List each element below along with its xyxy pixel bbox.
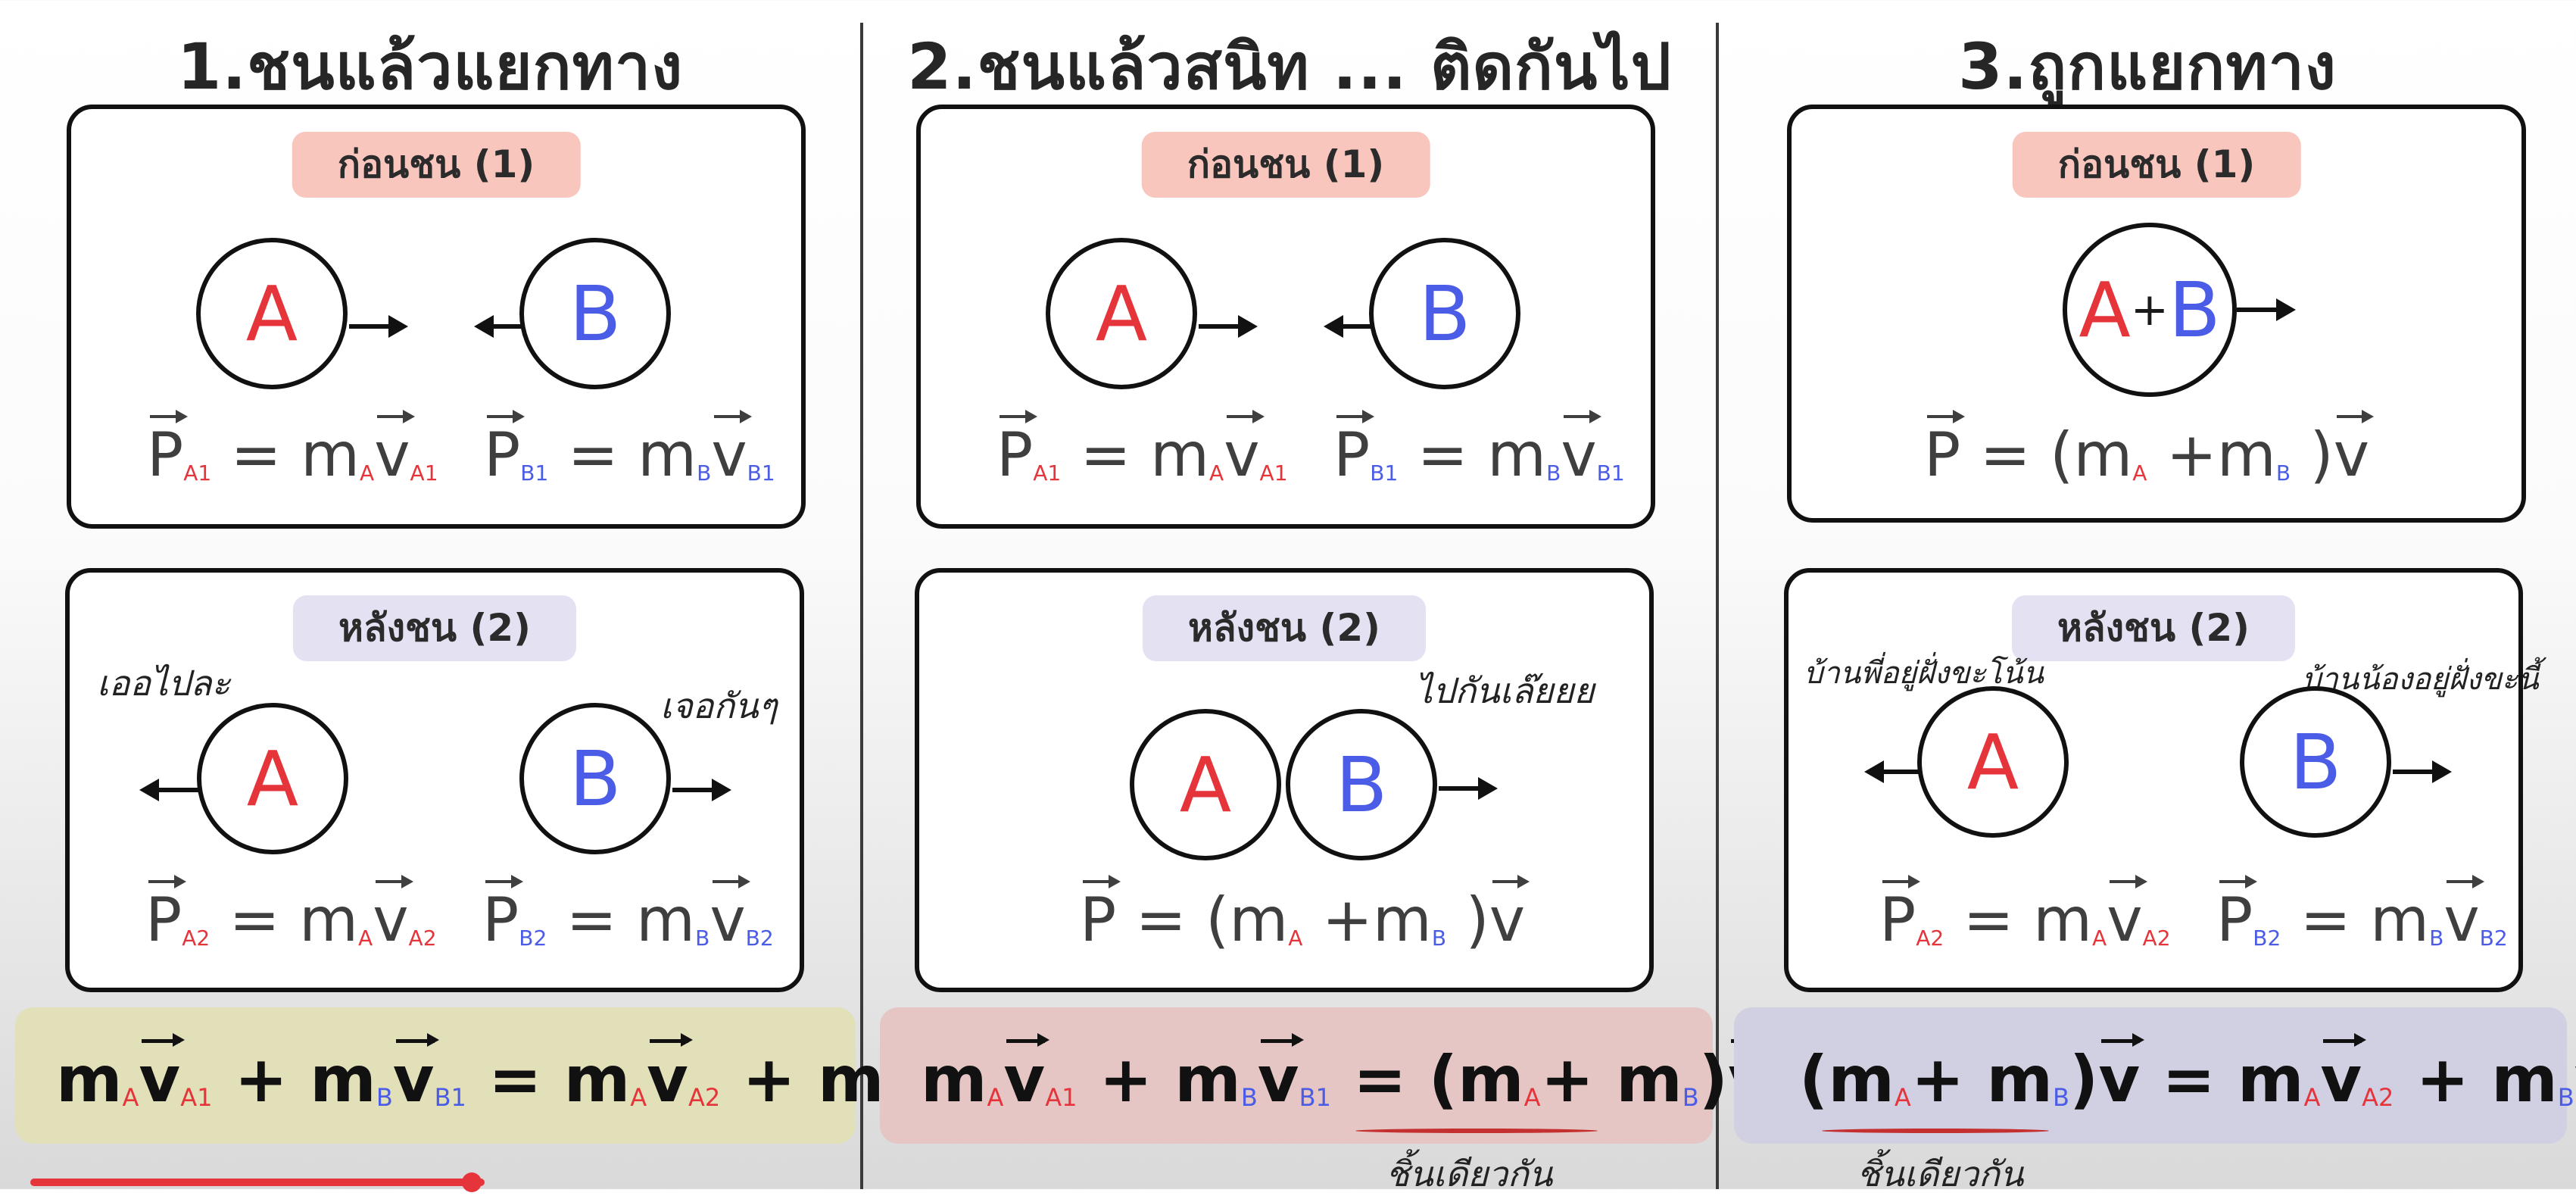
ball-b: B bbox=[519, 703, 671, 854]
momentum-eq-b2: PB2 = mBvB2 bbox=[2216, 875, 2508, 955]
video-progress-bar[interactable] bbox=[30, 1179, 485, 1186]
arrow-right-icon bbox=[1199, 315, 1258, 338]
conservation-equation: (mA+ mB)v = mAvA2 + mBvB2 bbox=[1799, 1033, 2576, 1116]
summary-highlight bbox=[1734, 1007, 2567, 1144]
momentum-eq-a1: PA1 = mAvA1 bbox=[147, 410, 438, 490]
same-piece-note: ชิ้นเดียวกัน bbox=[1857, 1154, 2024, 1194]
arrow-left-icon bbox=[139, 779, 198, 801]
same-piece-underline bbox=[1355, 1129, 1598, 1133]
after-collision-box: หลังชน (2) เออไปละ เจอกันๆ A B PA2 = mAv… bbox=[65, 568, 804, 992]
column-title: 2.ชนแล้วสนิท ... ติดกันไป bbox=[907, 30, 1672, 104]
ball-a: A bbox=[1130, 709, 1281, 860]
arrow-left-icon bbox=[474, 315, 533, 338]
note-left: เออไปละ bbox=[97, 663, 231, 704]
summary-highlight bbox=[15, 1007, 856, 1144]
column-title: 3.ถูกแยกทาง bbox=[1958, 30, 2337, 104]
same-piece-underline bbox=[1822, 1129, 2049, 1133]
arrow-right-icon bbox=[1439, 777, 1498, 800]
before-collision-box: ก่อนชน (1) A B PA1 = mAvA1 PB1 = mBvB1 bbox=[916, 105, 1655, 529]
same-piece-note: ชิ้นเดียวกัน bbox=[1386, 1154, 1553, 1194]
ball-b: B bbox=[1286, 709, 1437, 860]
after-collision-box: หลังชน (2) ไปกันเล๊ยยย A B P = (mA +mB )… bbox=[915, 568, 1654, 992]
ball-b: B bbox=[519, 238, 671, 389]
column-divider-1 bbox=[860, 23, 863, 1189]
before-collision-box: ก่อนชน (1) A+B P = (mA +mB )v bbox=[1787, 105, 2526, 523]
momentum-eq-a1: PA1 = mAvA1 bbox=[996, 410, 1288, 490]
note-right: เจอกันๆ bbox=[660, 685, 778, 726]
conservation-equation: mAvA1 + mBvB1 = (mA+ mB)v bbox=[921, 1033, 1774, 1116]
arrow-right-icon bbox=[2237, 298, 2296, 321]
before-collision-box: ก่อนชน (1) A B PA1 = mAvA1 PB1 = mBvB1 bbox=[67, 105, 806, 529]
video-progress-knob[interactable] bbox=[462, 1172, 482, 1192]
before-tag: ก่อนชน (1) bbox=[2012, 132, 2301, 198]
ball-a: A bbox=[197, 703, 348, 854]
ball-a: A bbox=[1917, 686, 2069, 838]
conservation-equation: mAvA1 + mBvB1 = mAvA2 + mBvB2 bbox=[56, 1033, 975, 1116]
arrow-right-icon bbox=[2393, 760, 2452, 783]
ball-a: A bbox=[1046, 238, 1197, 389]
ball-a: A bbox=[196, 238, 348, 389]
arrow-left-icon bbox=[1324, 315, 1383, 338]
column-explode: 3.ถูกแยกทาง ก่อนชน (1) A+B P = (mA +mB )… bbox=[1719, 0, 2576, 1194]
before-tag: ก่อนชน (1) bbox=[292, 132, 581, 198]
before-tag: ก่อนชน (1) bbox=[1141, 132, 1430, 198]
momentum-eq-b2: PB2 = mBvB2 bbox=[482, 875, 774, 955]
column-divider-2 bbox=[1716, 23, 1719, 1189]
column-title: 1.ชนแล้วแยกทาง bbox=[176, 30, 684, 104]
momentum-eq-combined: P = (mA +mB )v bbox=[1080, 875, 1530, 955]
arrow-right-icon bbox=[349, 315, 408, 338]
ball-b: B bbox=[2240, 686, 2391, 838]
after-tag: หลังชน (2) bbox=[2011, 595, 2296, 661]
momentum-eq-a2: PA2 = mAvA2 bbox=[1879, 875, 2171, 955]
ball-combined: A+B bbox=[2063, 223, 2237, 397]
note-right: ไปกันเล๊ยยย bbox=[1415, 670, 1595, 711]
after-tag: หลังชน (2) bbox=[292, 595, 577, 661]
momentum-eq-a2: PA2 = mAvA2 bbox=[145, 875, 437, 955]
summary-highlight bbox=[880, 1007, 1713, 1144]
column-separate: 1.ชนแล้วแยกทาง ก่อนชน (1) A B PA1 = mAvA… bbox=[0, 0, 975, 1189]
arrow-left-icon bbox=[1864, 760, 1923, 783]
ball-b: B bbox=[1369, 238, 1520, 389]
momentum-eq-b1: PB1 = mBvB1 bbox=[484, 410, 775, 490]
arrow-right-icon bbox=[672, 779, 731, 801]
after-collision-box: หลังชน (2) บ้านพี่อยู่ฝั่งขะโน้น บ้านน้อ… bbox=[1784, 568, 2539, 992]
momentum-eq-combined: P = (mA +mB )v bbox=[1924, 410, 2375, 490]
after-tag: หลังชน (2) bbox=[1142, 595, 1427, 661]
note-left: บ้านพี่อยู่ฝั่งขะโน้น bbox=[1804, 656, 2044, 691]
momentum-eq-b1: PB1 = mBvB1 bbox=[1333, 410, 1625, 490]
column-stick: 2.ชนแล้วสนิท ... ติดกันไป ก่อนชน (1) A B… bbox=[863, 0, 1774, 1194]
